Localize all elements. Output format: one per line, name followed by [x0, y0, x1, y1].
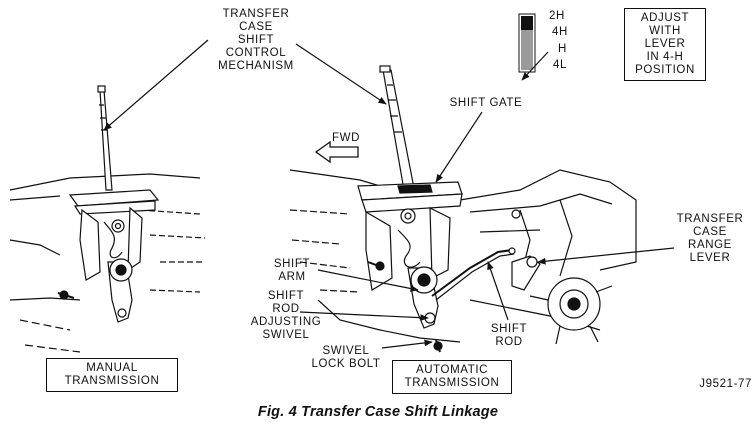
forward-arrow: [314, 140, 359, 164]
gear-position-2h: 2H: [549, 10, 565, 22]
leader-mechanism-right: [295, 43, 387, 105]
automatic-transmission-drawing: [289, 65, 637, 353]
leader-shift-arm: [317, 269, 419, 292]
figure-caption: Fig. 4 Transfer Case Shift Linkage: [257, 404, 499, 420]
label-swivel-lock-bolt: SWIVEL LOCK BOLT: [311, 345, 381, 370]
label-shift-gate: SHIFT GATE: [449, 97, 523, 109]
leader-lock-bolt: [381, 339, 433, 349]
label-shift-arm: SHIFT ARM: [273, 258, 311, 283]
leader-mechanism-left: [103, 39, 209, 131]
leader-shift-rod: [487, 261, 509, 321]
leader-shift-gate: [435, 111, 483, 183]
label-adjust-note: ADJUST WITH LEVER IN 4-H POSITION: [624, 8, 706, 81]
label-figure-code: J9521-77: [699, 378, 752, 390]
gear-position-h: H: [558, 43, 567, 55]
label-range-lever: TRANSFER CASE RANGE LEVER: [676, 213, 744, 264]
gear-position-indicator: [518, 13, 536, 73]
leader-range-lever: [537, 247, 675, 265]
gear-position-4h: 4H: [552, 26, 568, 38]
gear-position-4l: 4L: [553, 59, 567, 71]
leader-swivel: [299, 311, 429, 322]
label-fwd: FWD: [332, 132, 360, 144]
label-shift-rod: SHIFT ROD: [490, 323, 528, 348]
leader-adjust: [521, 51, 549, 81]
label-adjusting-swivel: SHIFT ROD ADJUSTING SWIVEL: [250, 290, 322, 341]
label-manual-transmission: MANUAL TRANSMISSION: [46, 358, 178, 392]
label-automatic-transmission: AUTOMATIC TRANSMISSION: [392, 360, 512, 394]
manual-transmission-drawing: [9, 85, 206, 353]
label-shift-control-mechanism: TRANSFER CASE SHIFT CONTROL MECHANISM: [218, 8, 294, 72]
